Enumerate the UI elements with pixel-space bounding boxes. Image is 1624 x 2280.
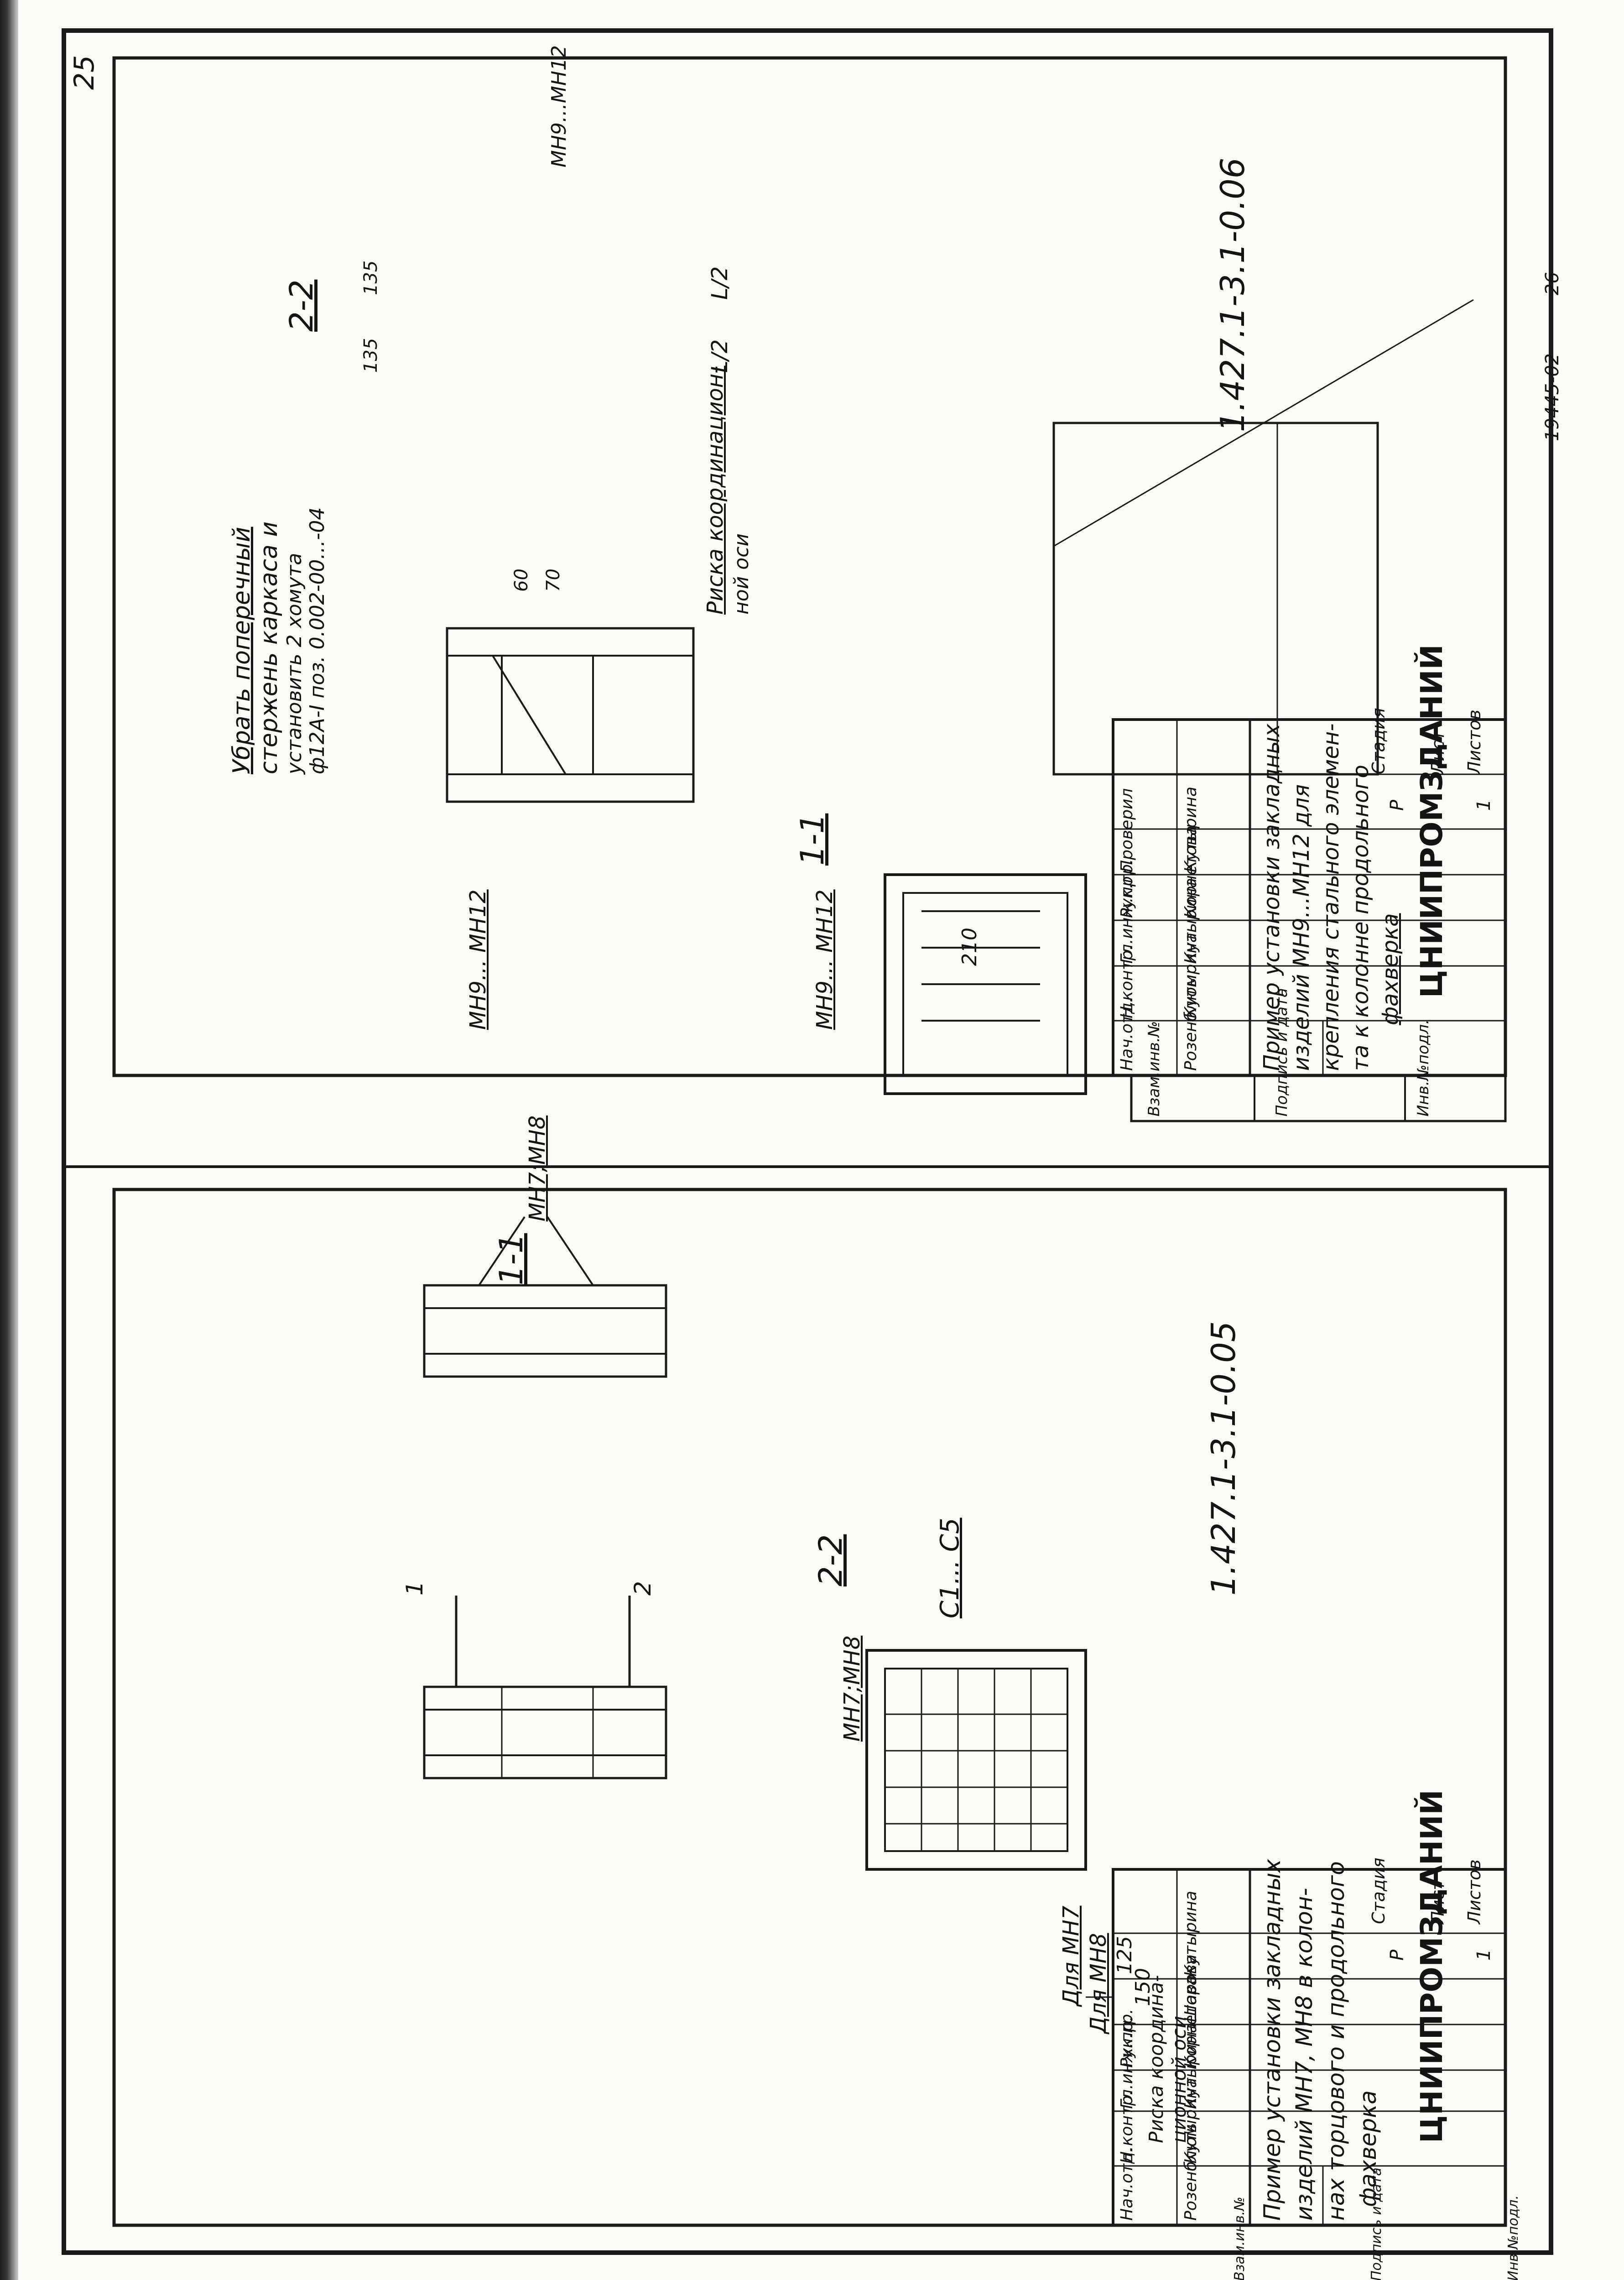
- bottom-stamp-inv-podl: Инв.№подл.: [1505, 2195, 1521, 2280]
- sheet-06-drawing-code: 1.427.1-3.1-0.06: [1213, 157, 1252, 432]
- sheet-06-note-1: Убрать поперечный: [228, 527, 255, 774]
- sheet-06-dim-210: 210: [958, 928, 981, 966]
- sheet-05-section-2-2: 2-2: [812, 1534, 849, 1586]
- sheet-06-signer-role-4: Проверил: [1118, 788, 1136, 872]
- archive-number: 19445-02: [1542, 353, 1563, 441]
- sheet-05-stage-value: Р: [1387, 1949, 1408, 1961]
- sheet-05-label-mn78-a: МН7;МН8: [525, 1115, 550, 1221]
- sheet-05-sheets-header: Листов: [1464, 1859, 1484, 1924]
- sheet-05-for-mn7: Для МН7: [1058, 1905, 1084, 2006]
- sheet-06-title-5: фахверка: [1378, 913, 1403, 1025]
- sheet-06-label-mn912-b: МН9...МН12: [547, 45, 571, 167]
- sheet-05-signer-name-5: Кутырина: [1182, 1890, 1200, 1977]
- sheet-06-label-mn912-c: МН9... МН12: [812, 889, 838, 1030]
- sheet-06-note-4: ф12А-I поз. 0.002-00...-04: [306, 507, 329, 774]
- sheet-06-view-1-1: [884, 873, 1087, 1095]
- sheet-06-label-riska-2: ной оси: [730, 533, 753, 615]
- sheet-06-dim-135b: 135: [360, 260, 381, 295]
- sheet-06-title-1: Пример установки закладных: [1259, 724, 1285, 1071]
- sheet-05-signer-role-3: Рук.гр.: [1118, 2009, 1136, 2068]
- sheet-05-drawing-code: 1.427.1-3.1-0.05: [1204, 1321, 1243, 1596]
- sheet-05-title-3: нах торцового и продольного: [1323, 1861, 1349, 2221]
- sheet-05-organization: ЦНИИПРОМЗДАНИЙ: [1414, 1790, 1449, 2143]
- sheet-06-sheets-header: Листов: [1464, 710, 1484, 774]
- sheet-06-section-2-2: 2-2: [283, 279, 320, 332]
- sheet-06-dim-70: 70: [543, 569, 564, 592]
- sheet-05-title-2: изделий МН7, МН8 в колон-: [1291, 1888, 1317, 2221]
- page-number: 25: [68, 55, 100, 90]
- sheet-05-frame: [112, 1188, 1507, 2227]
- side-stamp-frame: [1130, 1074, 1507, 1122]
- sheet-06-signer-name-4: Кутырина: [1182, 786, 1200, 872]
- sheet-05-label-riska-2: ционной оси: [1168, 2016, 1190, 2143]
- side-stamp-inv-podl: Инв.№подл.: [1414, 1019, 1432, 1117]
- sheet-06-sheets-value: 1: [1473, 799, 1494, 811]
- sheet-05-view-2-2: [865, 1649, 1114, 2052]
- sheet-05-section-1-1: 1-1: [493, 1233, 530, 1285]
- sheet-05-cut-mark-1: 1: [401, 1581, 428, 1596]
- sheet-06-section-1-1: 1-1: [794, 813, 831, 866]
- sheet-05-title-block: [1112, 1868, 1505, 2225]
- sheet-05-dim-150: 150: [1131, 1968, 1155, 2006]
- sheet-06-dim-60: 60: [511, 569, 532, 592]
- sheet-05-view-left: [423, 1596, 667, 1779]
- sheet-06-label-riska-1: Риска координацион-: [703, 365, 728, 615]
- sheet-06-sheet-header: Лист: [1428, 730, 1448, 774]
- sheet-06-label-mn912: МН9... МН12: [465, 889, 491, 1030]
- sheet-05-view-1-1: [423, 1216, 667, 1378]
- sheet-06-dim-l2a: L/2: [707, 339, 733, 373]
- sheet-05-for-mn8: Для МН8: [1086, 1933, 1111, 2034]
- sheet-05-label-c1c5: С1... С5: [935, 1518, 965, 1618]
- sheet-06-organization: ЦНИИПРОМЗДАНИЙ: [1414, 644, 1449, 998]
- sheet-05-label-mn78-b: МН7;МН8: [839, 1635, 865, 1742]
- outer-frame: [62, 28, 1553, 2255]
- archive-page: 26: [1542, 272, 1563, 295]
- sheet-05-sheet-header: Лист: [1428, 1880, 1448, 1924]
- sheet-05-stage-header: Стадия: [1369, 1857, 1389, 1924]
- scan-edge-shadow: [0, 0, 18, 2280]
- sheet-06-dim-l2b: L/2: [707, 266, 733, 300]
- sheet-06-stage-value: Р: [1387, 799, 1408, 811]
- sheet-06-title-4: та к колонне продольного: [1348, 765, 1374, 1071]
- sheet-06-dim-135a: 135: [360, 338, 381, 373]
- sheet-06-title-3: крепления стального элемен-: [1318, 723, 1344, 1071]
- sheet-06-view-2-2: [1052, 299, 1474, 776]
- sheet-06-title-2: изделий МН9...МН12 для: [1289, 784, 1314, 1071]
- sheet-06-stage-header: Стадия: [1369, 708, 1389, 774]
- bottom-stamp-vzam: Взам.инв.№: [1232, 2197, 1248, 2280]
- sheet-06-note-2: стержень каркаса и: [255, 521, 283, 774]
- sheet-05-sheets-value: 1: [1473, 1949, 1494, 1961]
- sheet-06-note-3: установить 2 хомута: [283, 553, 306, 774]
- sheet-06-view-left: [446, 627, 695, 803]
- sheet-05-title-1: Пример установки закладных: [1259, 1859, 1286, 2221]
- side-stamp-vzam: Взам.инв.№: [1145, 1021, 1163, 1117]
- sheet-05-title-4: фахверка: [1355, 2090, 1381, 2207]
- sheet-05-cut-mark-2: 2: [630, 1581, 656, 1596]
